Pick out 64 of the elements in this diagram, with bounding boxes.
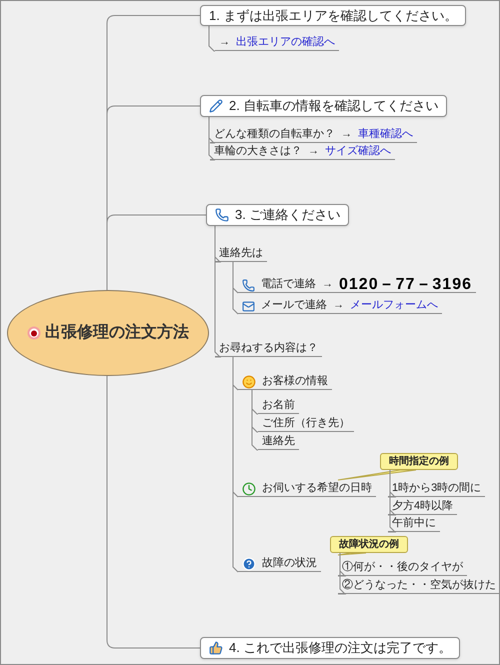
- node-text: 車輪の大きさは？: [214, 144, 302, 159]
- topic-box: [206, 204, 350, 226]
- link: 出張エリアの確認へ: [236, 35, 335, 50]
- arrow-text: →: [341, 127, 352, 142]
- node-text: 2. 自転車の情報を確認してください: [229, 97, 438, 116]
- node-text: お伺いする希望の日時: [262, 481, 372, 496]
- node-text: お尋ねする内容は？: [219, 341, 318, 356]
- node-text: 故障の状況: [262, 556, 317, 571]
- subtopic: [210, 126, 417, 143]
- node-text: 3. ご連絡ください: [235, 206, 340, 224]
- node-text: 電話で連絡: [261, 277, 316, 292]
- topic-box: [200, 5, 466, 26]
- connector-line: [208, 116, 216, 160]
- arrow-text: →: [333, 298, 344, 313]
- link: サイズ確認へ: [325, 144, 391, 159]
- node-text: 連絡先: [262, 434, 295, 449]
- phone-number: 0120－77－3196: [339, 277, 472, 292]
- link: 車種確認へ: [358, 127, 413, 142]
- subtopic: [215, 339, 322, 357]
- link: メールフォームへ: [350, 298, 438, 313]
- arrow-text: →: [219, 35, 230, 50]
- node-text: 時間指定の例: [389, 454, 449, 469]
- connector-line: [106, 376, 200, 648]
- node-text: 夕方4時以降: [392, 499, 454, 514]
- subtopic: [215, 34, 339, 51]
- topic-box: [200, 95, 448, 117]
- node-text: お名前: [262, 398, 295, 413]
- connector-line: [106, 214, 206, 290]
- connector-line: [208, 26, 216, 52]
- node-text: 連絡先は: [219, 246, 263, 261]
- node-text: お客様の情報: [262, 374, 328, 389]
- node-text: 午前中に: [392, 516, 436, 531]
- node-text: メールで連絡: [261, 298, 327, 313]
- subtopic: [210, 144, 395, 160]
- connector-line: [232, 262, 238, 314]
- node-text: ①何が・・後のタイヤが: [342, 560, 463, 575]
- callout-box: [380, 453, 458, 470]
- subtopic: [258, 399, 299, 414]
- subtopic: [238, 479, 376, 497]
- node-text: 故障状況の例: [339, 537, 399, 552]
- subtopic: [388, 480, 486, 497]
- callout-box: [330, 536, 408, 553]
- node-text: ②どうなった・・空気が抜けた: [342, 578, 496, 593]
- subtopic: [258, 417, 354, 432]
- connector-line: [232, 356, 238, 572]
- node-text: 出張修理の注文方法: [45, 322, 189, 343]
- connector-line: [338, 552, 346, 594]
- node-text: 1. まずは出張エリアを確認してください。: [209, 6, 458, 25]
- topic-box: [200, 637, 460, 659]
- arrow-text: →: [322, 277, 333, 292]
- subtopic: [258, 435, 299, 450]
- node-text: ご住所（行き先）: [262, 416, 350, 431]
- node-text: どんな種類の自転車か？: [214, 127, 335, 142]
- subtopic: [238, 554, 321, 572]
- subtopic: [238, 297, 442, 314]
- connector-line: [214, 226, 222, 358]
- connector-line: [252, 390, 258, 450]
- subtopic: [388, 498, 458, 515]
- subtopic: [215, 244, 267, 262]
- node-text: 1時から3時の間に: [392, 481, 482, 496]
- node-text: 4. これで出張修理の注文は完了です。: [229, 639, 452, 658]
- arrow-text: →: [308, 144, 319, 159]
- subtopic: [388, 516, 440, 532]
- callout-pointer: [338, 470, 416, 480]
